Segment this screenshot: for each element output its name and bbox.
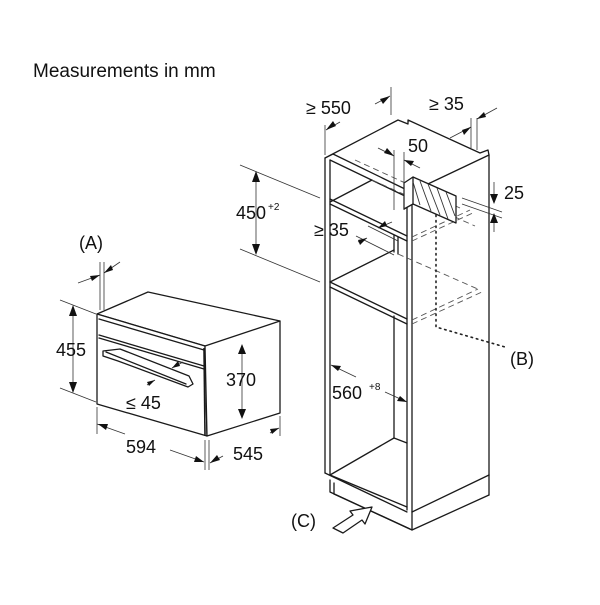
plinth-inner-2 bbox=[333, 493, 411, 530]
upper-shelf-back bbox=[329, 179, 373, 203]
hidden-line bbox=[397, 253, 481, 291]
lower-shelf-back bbox=[329, 249, 395, 283]
hidden-line bbox=[371, 179, 476, 227]
cabinet-bottom-front bbox=[324, 472, 408, 513]
hidden-line bbox=[411, 209, 471, 238]
dim-vent-width bbox=[377, 147, 421, 210]
dim-shelf-gap bbox=[355, 221, 399, 256]
dim-shelf-gap-label: ≥ 35 bbox=[314, 220, 349, 240]
cabinet-drawing bbox=[324, 119, 490, 531]
oven-door-top-line-2 bbox=[98, 337, 205, 370]
dim-handle-depth-label: ≤ 45 bbox=[126, 393, 161, 413]
cabinet-top bbox=[324, 119, 490, 193]
dim-niche-height-label: 450 bbox=[236, 203, 266, 223]
dim-vent-height-label: 25 bbox=[504, 183, 524, 203]
dim-oven-depth bbox=[208, 416, 281, 470]
oven-drawing bbox=[96, 291, 281, 437]
dim-cabinet-depth bbox=[324, 87, 392, 155]
diagram-title: Measurements in mm bbox=[33, 61, 216, 82]
lower-shelf-front-2 bbox=[329, 286, 408, 325]
lower-shelf-front bbox=[329, 281, 408, 320]
dim-a bbox=[77, 261, 121, 310]
label-c: (C) bbox=[291, 511, 316, 531]
oven-front-edge bbox=[203, 347, 206, 437]
dim-rear-gap-label: ≥ 35 bbox=[429, 94, 464, 114]
dim-niche-width-tolerance: +8 bbox=[369, 382, 381, 393]
label-b: (B) bbox=[510, 349, 534, 369]
dim-oven-height-label: 455 bbox=[56, 340, 86, 360]
hidden-line bbox=[411, 291, 483, 325]
dim-oven-depth-label: 545 bbox=[233, 444, 263, 464]
upper-shelf-front bbox=[329, 198, 408, 237]
dim-oven-width bbox=[96, 407, 206, 470]
leader-b bbox=[435, 214, 506, 348]
dim-vent-width-label: 50 bbox=[408, 136, 428, 156]
plinth-side-bottom bbox=[411, 494, 490, 531]
hidden-line bbox=[411, 288, 479, 321]
dim-niche-height bbox=[239, 164, 321, 283]
cabinet-floor-back bbox=[329, 437, 395, 476]
oven-handle-edge bbox=[105, 351, 187, 385]
dim-vent-height bbox=[461, 182, 503, 232]
label-a: (A) bbox=[79, 233, 103, 253]
dim-cabinet-depth-label: ≥ 550 bbox=[306, 98, 351, 118]
dim-niche-width-label: 560 bbox=[332, 383, 362, 403]
oven-side-face bbox=[204, 320, 281, 437]
dim-rear-gap bbox=[449, 107, 498, 150]
dim-oven-height bbox=[59, 299, 97, 403]
oven-trim-line bbox=[98, 318, 205, 351]
dim-handle-depth bbox=[146, 361, 184, 386]
oven-door-top-line bbox=[98, 334, 205, 367]
dim-cavity-height bbox=[238, 344, 246, 419]
dim-oven-width-label: 594 bbox=[126, 437, 156, 457]
cabinet-floor-side bbox=[393, 437, 408, 444]
dim-cavity-height-label: 370 bbox=[226, 370, 256, 390]
dim-niche-height-tolerance: +2 bbox=[268, 202, 280, 213]
cabinet-bottom-front-2 bbox=[329, 474, 408, 508]
plinth-side-top bbox=[411, 474, 490, 513]
dim-niche-width bbox=[330, 364, 408, 403]
hidden-line bbox=[411, 211, 476, 242]
air-inlet-arrow bbox=[332, 506, 373, 534]
